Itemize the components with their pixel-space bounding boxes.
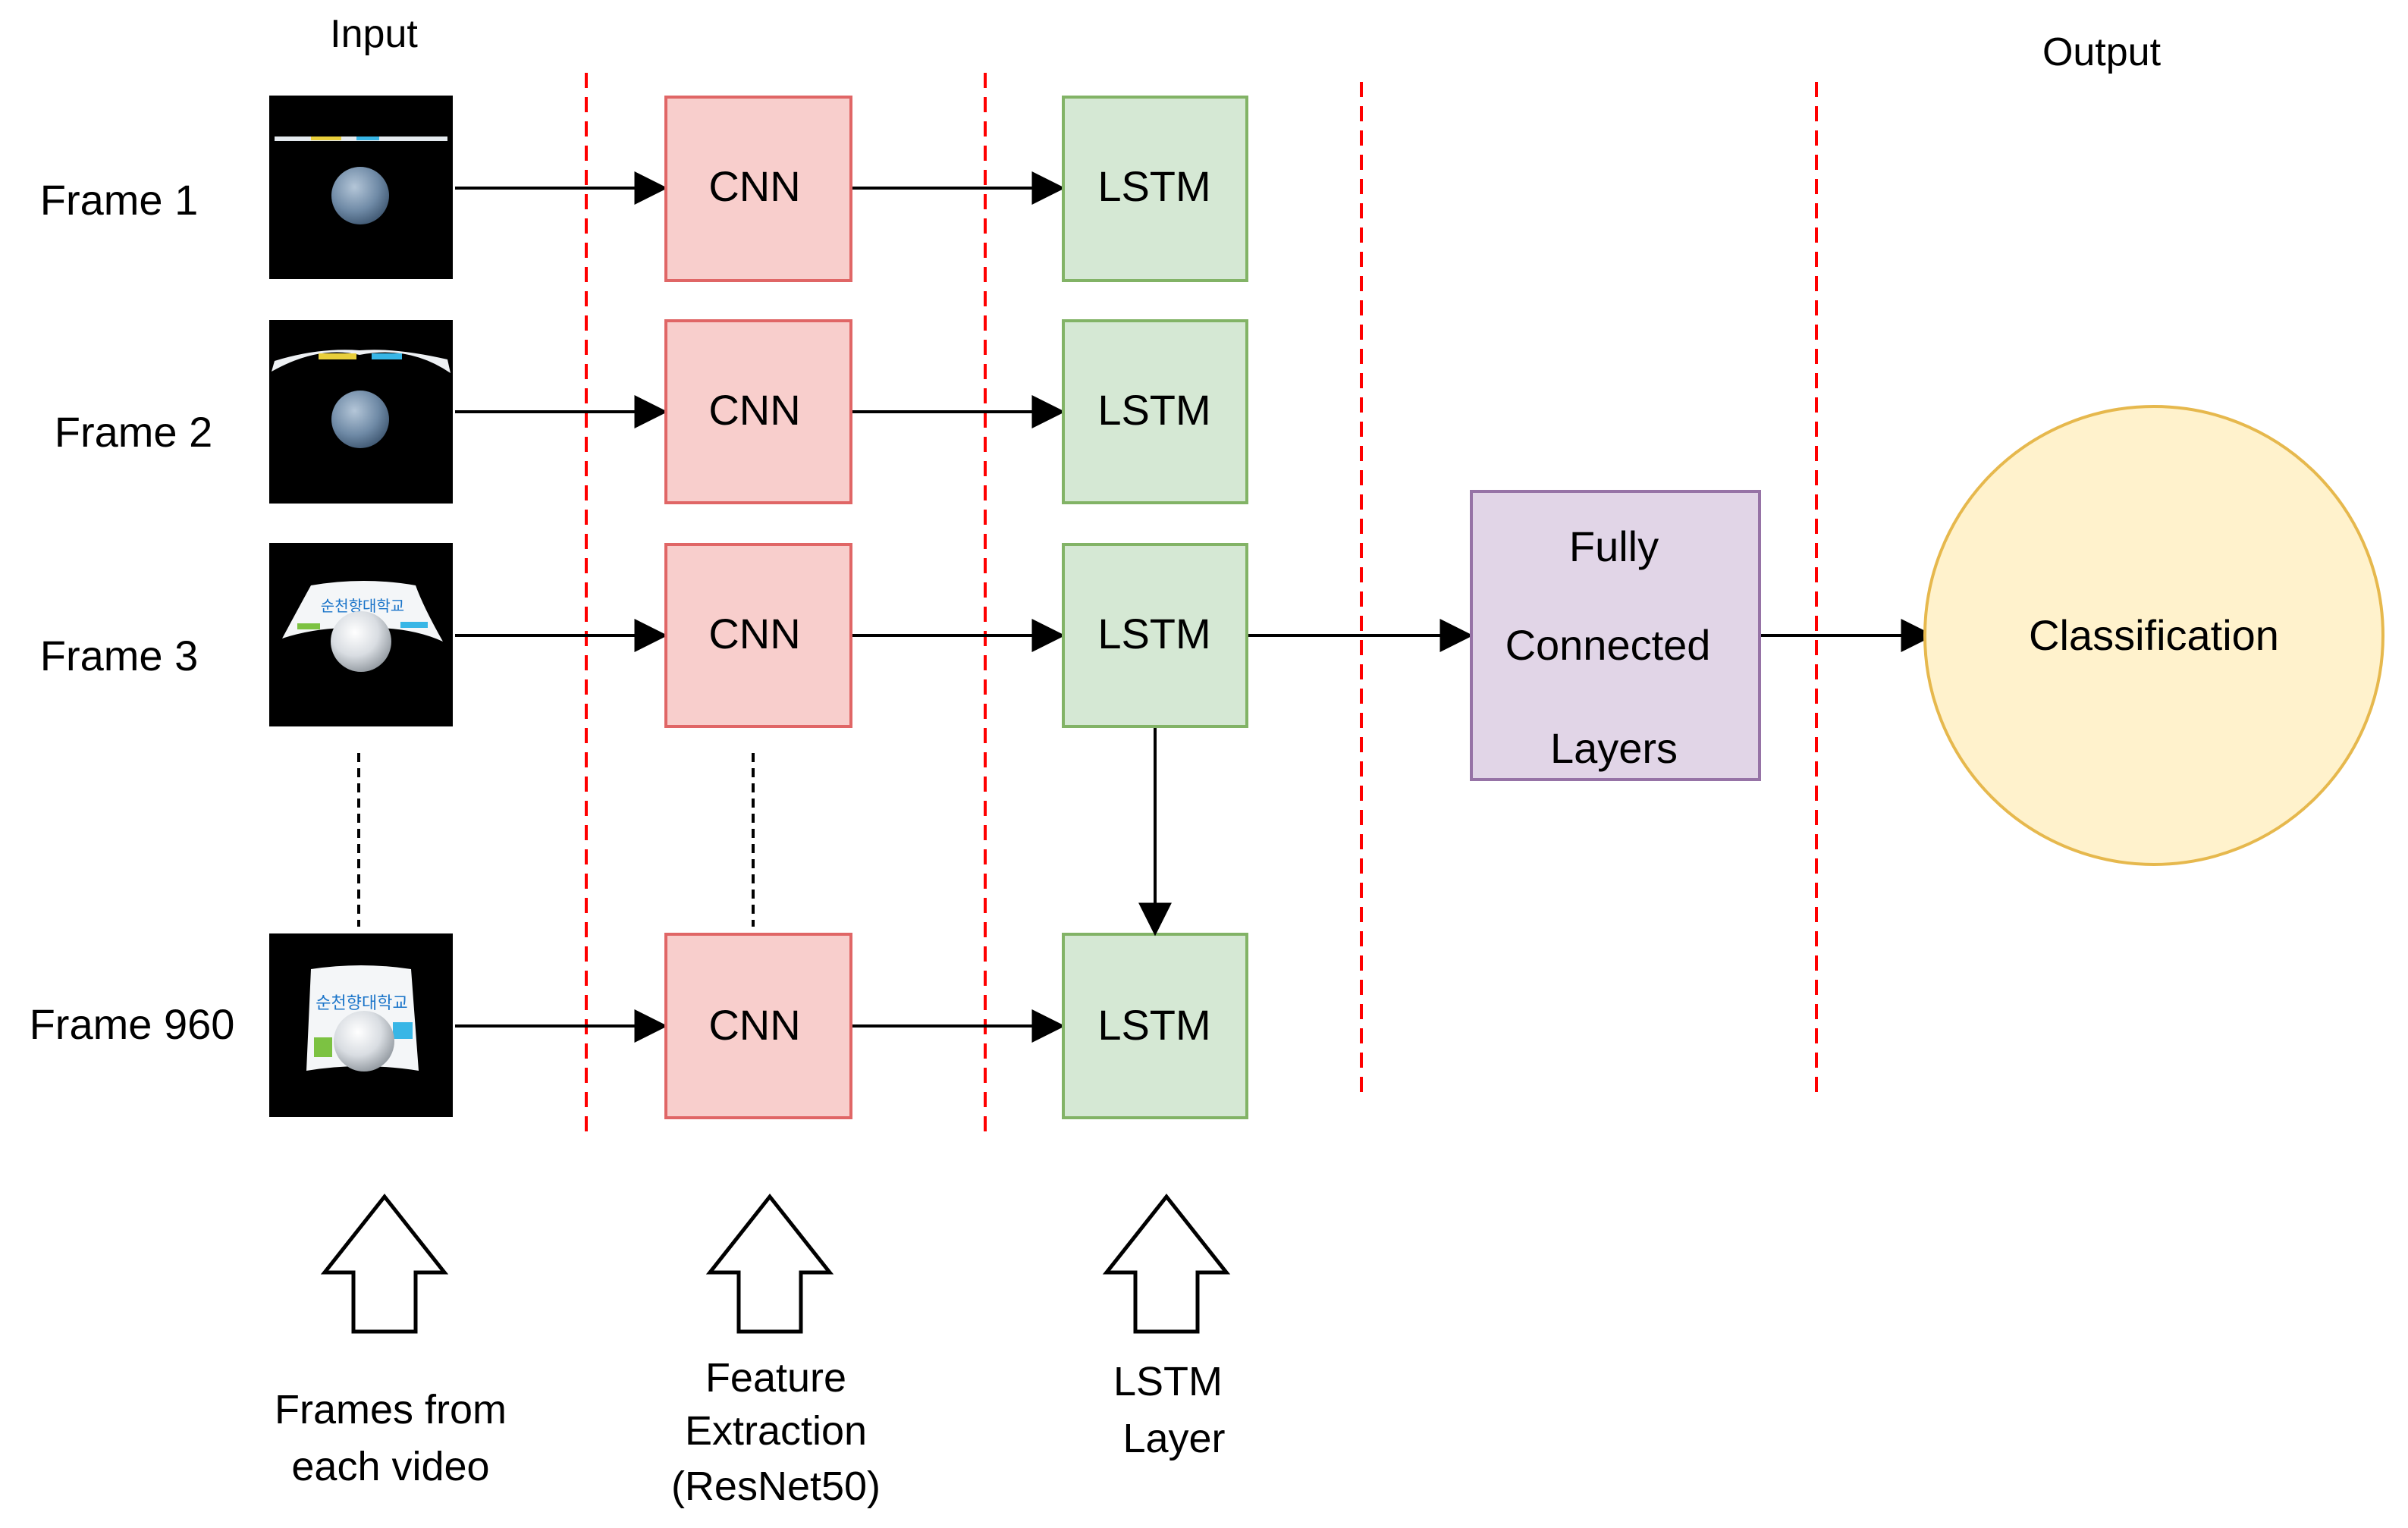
stage-dividers: [585, 73, 1818, 1137]
caption-lstm-line-1: LSTM: [1113, 1359, 1223, 1404]
input-label: Input: [330, 12, 418, 56]
classification-node: Classification: [1923, 405, 2384, 866]
fc-label-line-3: Layers: [1550, 724, 1678, 772]
cnn-label: CNN: [708, 162, 800, 210]
cnn-block-1: CNN: [664, 96, 852, 282]
cnn-block-960: CNN: [664, 933, 852, 1119]
frame-thumbnail-2: [269, 320, 453, 504]
up-arrow-icon: [705, 1193, 834, 1334]
lstm-label: LSTM: [1097, 386, 1210, 434]
output-label: Output: [2042, 30, 2162, 74]
frame-logo-text: 순천향대학교: [321, 598, 404, 615]
lstm-block-2: LSTM: [1062, 319, 1248, 504]
caption-feature-line-3: (ResNet50): [671, 1464, 881, 1509]
arrows-cnn-to-lstm: [852, 171, 1066, 1043]
up-arrow-icon: [320, 1193, 449, 1334]
arrows-frame-to-cnn: [455, 171, 668, 1043]
fc-label-line-2: Connected: [1505, 621, 1711, 669]
fc-label-line-1: Fully: [1569, 522, 1659, 570]
caption-feature-line-2: Extraction: [685, 1408, 867, 1454]
caption-frames-line-2: each video: [291, 1444, 489, 1489]
frame-label-2: Frame 2: [55, 408, 213, 456]
caption-frames-line-1: Frames from: [275, 1387, 507, 1432]
cnn-label: CNN: [708, 386, 800, 434]
caption-lstm-line-2: Layer: [1122, 1416, 1225, 1461]
frame-label-3: Frame 3: [40, 632, 199, 679]
lstm-label: LSTM: [1097, 610, 1210, 657]
lstm-label: LSTM: [1097, 162, 1210, 210]
sphere-icon: [331, 167, 389, 224]
caption-feature-line-1: Feature: [705, 1355, 846, 1401]
frame-label-960: Frame 960: [30, 1000, 235, 1048]
lstm-label: LSTM: [1097, 1001, 1210, 1049]
cnn-block-3: CNN: [664, 543, 852, 728]
frame-thumbnail-960: 순천향대학교: [269, 933, 453, 1117]
lstm-block-3: LSTM: [1062, 543, 1248, 728]
frame-logo-text: 순천향대학교: [316, 993, 407, 1012]
cnn-block-2: CNN: [664, 319, 852, 504]
frame-label-1: Frame 1: [40, 176, 199, 224]
cnn-label: CNN: [708, 610, 800, 657]
cnn-label: CNN: [708, 1001, 800, 1049]
frame-thumbnail-3: 순천향대학교: [269, 543, 453, 726]
lstm-block-1: LSTM: [1062, 96, 1248, 282]
fully-connected-block: Fully Connected Layers: [1470, 490, 1761, 781]
lstm-block-960: LSTM: [1062, 933, 1248, 1119]
sphere-icon: [334, 1011, 394, 1071]
frame-thumbnail-1: [269, 96, 453, 279]
sphere-icon: [331, 391, 389, 448]
sphere-icon: [331, 611, 391, 672]
classification-label: Classification: [2029, 611, 2279, 659]
up-arrow-icon: [1102, 1193, 1231, 1334]
